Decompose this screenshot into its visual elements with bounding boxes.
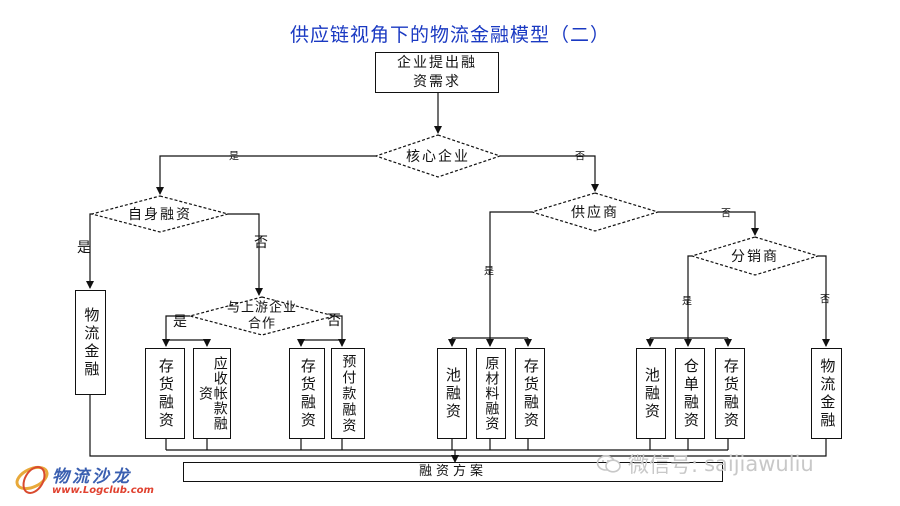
distributor-label: 分销商	[731, 249, 779, 265]
receivables-finance-label: 应收帐款融资	[197, 356, 228, 431]
logistics-finance-left-label: 物流金融	[82, 306, 101, 379]
diagram-title: 供应链视角下的物流金融模型（二）	[289, 24, 610, 46]
logo-url: www.Logclub.com	[52, 485, 154, 496]
pool-finance-1-label: 池融资	[443, 366, 462, 421]
receivables-finance-box: 应收帐款融资	[193, 348, 231, 439]
pool-finance-2-label: 池融资	[642, 366, 661, 421]
prepayment-finance-box: 预付款融资	[331, 348, 365, 439]
financing-scheme-box: 融资方案	[183, 462, 723, 482]
core-enterprise-label: 核心企业	[406, 149, 470, 165]
inventory-finance-2-label: 存货融资	[298, 357, 317, 430]
supplier-label: 供应商	[571, 205, 619, 221]
demand-box: 企业提出融资需求	[375, 52, 499, 93]
self-finance-label: 自身融资	[128, 207, 192, 223]
logistics-finance-left-box: 物流金融	[75, 290, 106, 395]
logistics-finance-right-box: 物流金融	[811, 348, 842, 439]
logistics-finance-right-label: 物流金融	[818, 357, 837, 430]
inventory-finance-1-label: 存货融资	[156, 357, 175, 430]
inventory-finance-3-label: 存货融资	[521, 357, 540, 430]
self-fund-yes-label: 是	[77, 240, 91, 256]
financing-scheme-label: 融资方案	[418, 463, 487, 479]
diamond-supplier	[529, 192, 661, 232]
diamond-core	[374, 134, 502, 178]
inventory-finance-3-box: 存货融资	[515, 348, 545, 439]
distributor-no-label: 否	[820, 294, 830, 306]
wechat-icon	[596, 455, 621, 473]
upstream-yes-label: 是	[173, 314, 187, 330]
supplier-no-label: 否	[721, 208, 731, 220]
watermark-prefix: 微信号:	[628, 453, 699, 477]
diamond-distributor	[689, 236, 821, 276]
inventory-finance-1-box: 存货融资	[145, 348, 185, 439]
inventory-finance-4-label: 存货融资	[721, 357, 740, 430]
core-no-label: 否	[575, 151, 585, 163]
logo-name: 物流沙龙	[52, 467, 132, 487]
distributor-yes-label: 是	[682, 296, 692, 308]
self-fund-no-label: 否	[254, 235, 268, 251]
core-yes-label: 是	[229, 151, 239, 163]
inventory-finance-2-box: 存货融资	[289, 348, 325, 439]
demand-label: 企业提出融资需求	[397, 55, 477, 90]
diamond-self-fund	[89, 195, 231, 233]
raw-material-finance-box: 原材料融资	[476, 348, 506, 439]
warehouse-receipt-finance-label: 仓单融资	[681, 357, 700, 430]
raw-material-finance-label: 原材料融资	[483, 356, 500, 431]
prepayment-finance-label: 预付款融资	[340, 353, 357, 434]
watermark-id: saijiawuliu	[704, 452, 814, 476]
supplier-yes-label: 是	[484, 266, 494, 278]
upstream-no-label: 否	[327, 313, 341, 329]
inventory-finance-4-box: 存货融资	[715, 348, 745, 439]
logclub-logo-icon	[15, 465, 49, 494]
pool-finance-2-box: 池融资	[636, 348, 666, 439]
wechat-watermark: 微信号:saijiawuliu	[596, 449, 814, 479]
upstream-cooperation-label: 与上游企业合作	[226, 300, 297, 331]
pool-finance-1-box: 池融资	[437, 348, 467, 439]
warehouse-receipt-finance-box: 仓单融资	[675, 348, 705, 439]
